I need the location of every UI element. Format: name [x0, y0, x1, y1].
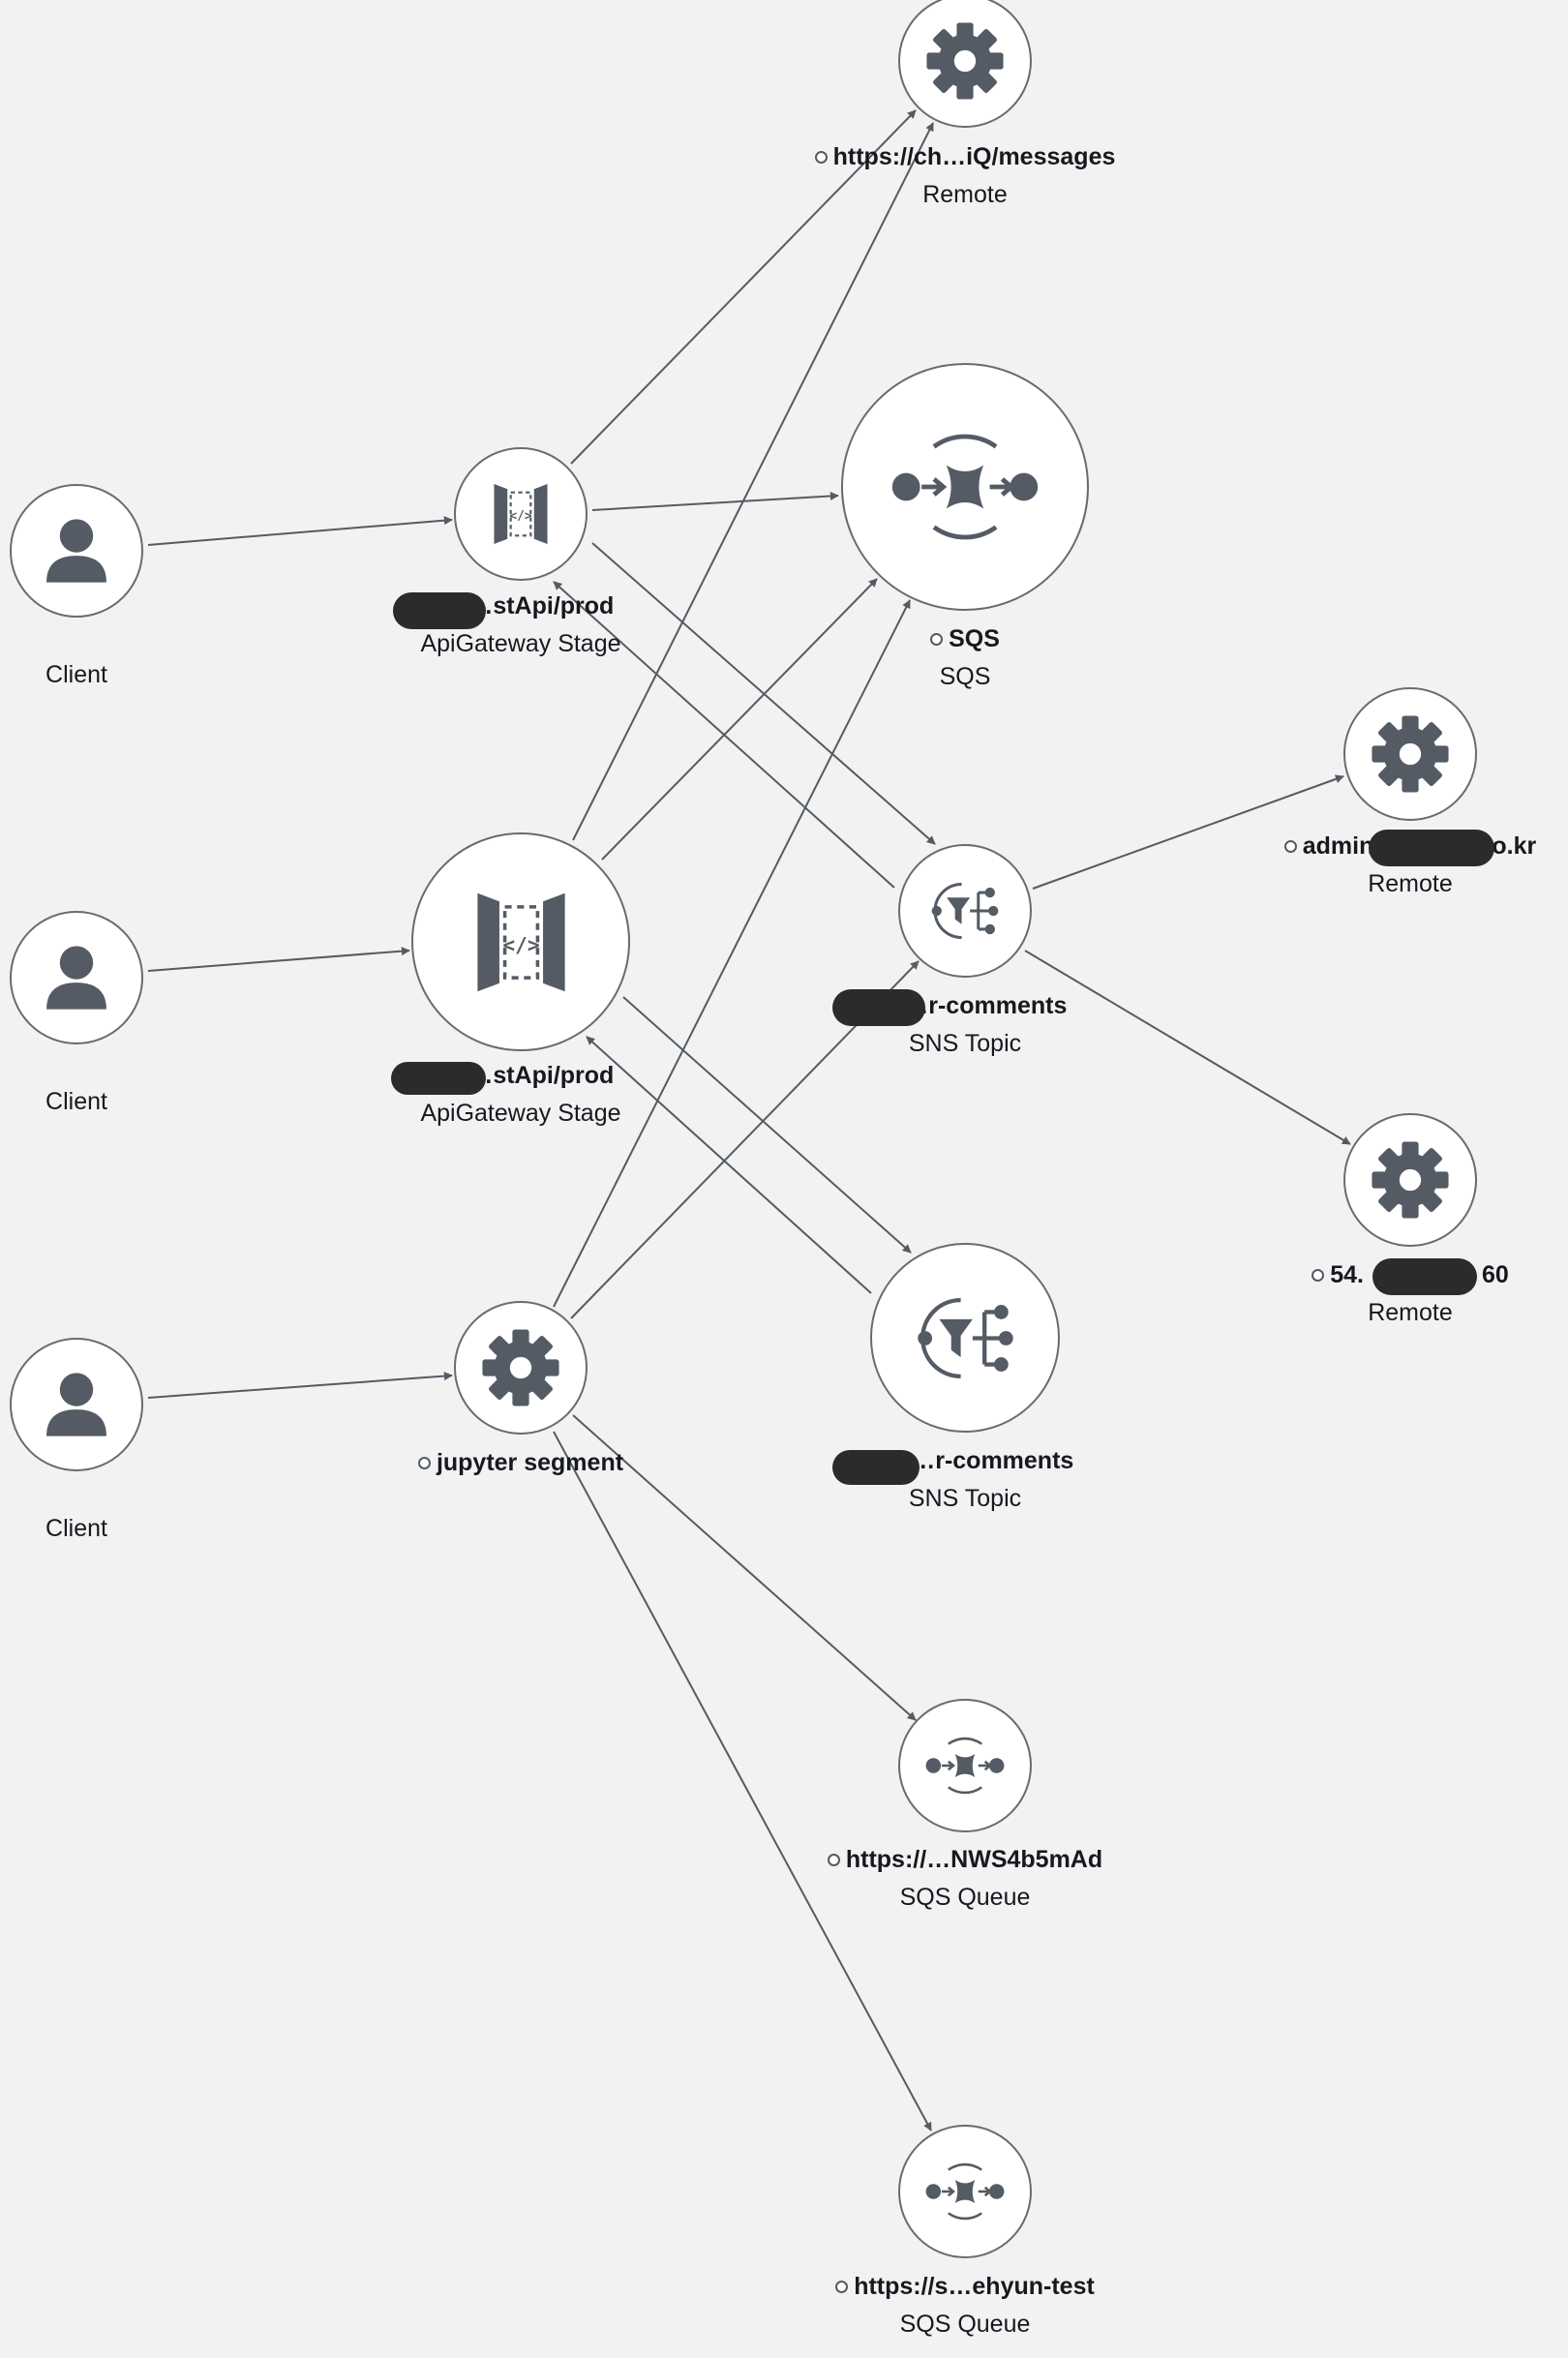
- node-type: SNS Topic: [908, 1030, 1022, 1057]
- gear-icon: [479, 1326, 562, 1409]
- node-name: jupyter segment: [436, 1449, 624, 1476]
- node-label: SQS SQS: [675, 625, 1255, 691]
- node-apigw2[interactable]: </>: [411, 832, 630, 1051]
- node-type: Client: [45, 1515, 107, 1542]
- node-sqs[interactable]: [841, 363, 1089, 611]
- node-type: Client: [45, 1088, 107, 1115]
- node-client1[interactable]: [10, 484, 143, 618]
- status-ring-icon: [827, 1854, 840, 1866]
- node-name-tail: 60: [1481, 1261, 1509, 1288]
- node-sqsq1[interactable]: [898, 1699, 1032, 1832]
- redaction-mark: [393, 592, 486, 629]
- node-remote_admin[interactable]: [1343, 687, 1477, 821]
- sns-icon: [923, 869, 1007, 952]
- status-ring-icon: [417, 1457, 431, 1469]
- status-ring-icon: [1312, 1269, 1325, 1282]
- user-icon: [35, 936, 118, 1019]
- node-type: SQS Queue: [899, 2311, 1031, 2338]
- edge-jupyter-sqsq1[interactable]: [572, 1414, 917, 1721]
- edge-jupyter-sqsq2[interactable]: [553, 1431, 932, 2131]
- node-label: jupyter segment: [230, 1449, 811, 1477]
- api-gateway-icon: </>: [479, 472, 562, 556]
- edge-sns2-apigw2[interactable]: [586, 1036, 872, 1294]
- node-apigw1[interactable]: </>: [454, 447, 588, 581]
- svg-text:</>: </>: [509, 509, 532, 524]
- node-remote_msg[interactable]: [898, 0, 1032, 128]
- edge-apigw1-sqs[interactable]: [591, 491, 839, 511]
- node-type: Remote: [1368, 870, 1453, 897]
- gear-icon: [1369, 712, 1452, 796]
- status-ring-icon: [835, 2281, 849, 2293]
- node-type: Remote: [922, 181, 1008, 208]
- node-name: 54.: [1330, 1261, 1364, 1288]
- sqs-icon: [923, 1724, 1007, 1807]
- gear-icon: [1369, 1138, 1452, 1222]
- node-name: https://…NWS4b5mAd: [845, 1846, 1103, 1873]
- edge-apigw2-remote_msg[interactable]: [572, 122, 934, 841]
- edge-apigw1-remote_msg[interactable]: [570, 109, 917, 465]
- node-type: SQS: [939, 663, 991, 690]
- node-client3[interactable]: [10, 1338, 143, 1471]
- node-label: Client: [0, 1078, 367, 1116]
- node-type: ApiGateway Stage: [420, 630, 621, 657]
- node-type: Remote: [1368, 1299, 1453, 1326]
- redaction-mark: [832, 989, 925, 1026]
- node-type: SNS Topic: [908, 1485, 1022, 1512]
- node-name: admin: [1302, 832, 1374, 860]
- user-icon: [35, 1363, 118, 1446]
- sqs-icon: [888, 409, 1042, 564]
- redaction-mark: [832, 1450, 920, 1485]
- edge-apigw2-sqs[interactable]: [601, 578, 878, 861]
- node-label: Client: [0, 1505, 367, 1543]
- node-sqsq2[interactable]: [898, 2125, 1032, 2258]
- node-name: https://s…ehyun-test: [854, 2273, 1095, 2300]
- redaction-mark: [391, 1062, 486, 1095]
- node-name: https://ch…iQ/messages: [832, 143, 1116, 170]
- redaction-mark: [1369, 830, 1494, 866]
- sqs-icon: [923, 2150, 1007, 2233]
- node-client2[interactable]: [10, 911, 143, 1044]
- edge-client1-apigw1[interactable]: [147, 516, 453, 546]
- api-gateway-icon: </>: [453, 874, 589, 1011]
- status-ring-icon: [814, 151, 828, 164]
- node-type: SQS Queue: [899, 1884, 1031, 1911]
- user-icon: [35, 509, 118, 592]
- node-type: ApiGateway Stage: [420, 1100, 621, 1127]
- status-ring-icon: [1283, 840, 1297, 853]
- edge-apigw2-sns2[interactable]: [622, 996, 912, 1254]
- edge-client3-jupyter[interactable]: [147, 1372, 453, 1399]
- redaction-mark: [1372, 1258, 1477, 1295]
- node-remote_ip[interactable]: [1343, 1113, 1477, 1247]
- node-name-tail: o.kr: [1492, 832, 1537, 860]
- node-label: Client: [0, 651, 367, 689]
- node-jupyter[interactable]: [454, 1301, 588, 1435]
- edge-sns1-remote_ip[interactable]: [1024, 950, 1351, 1145]
- sns-icon: [906, 1279, 1025, 1398]
- svg-text:</>: </>: [502, 932, 539, 956]
- node-sns2[interactable]: [870, 1243, 1060, 1433]
- edge-client2-apigw2[interactable]: [147, 947, 410, 972]
- node-type: Client: [45, 661, 107, 688]
- edge-jupyter-sqs[interactable]: [553, 599, 911, 1308]
- status-ring-icon: [930, 633, 944, 646]
- node-name: SQS: [949, 625, 1000, 652]
- node-sns1[interactable]: [898, 844, 1032, 978]
- gear-icon: [923, 19, 1007, 103]
- edge-sns1-remote_admin[interactable]: [1032, 774, 1344, 890]
